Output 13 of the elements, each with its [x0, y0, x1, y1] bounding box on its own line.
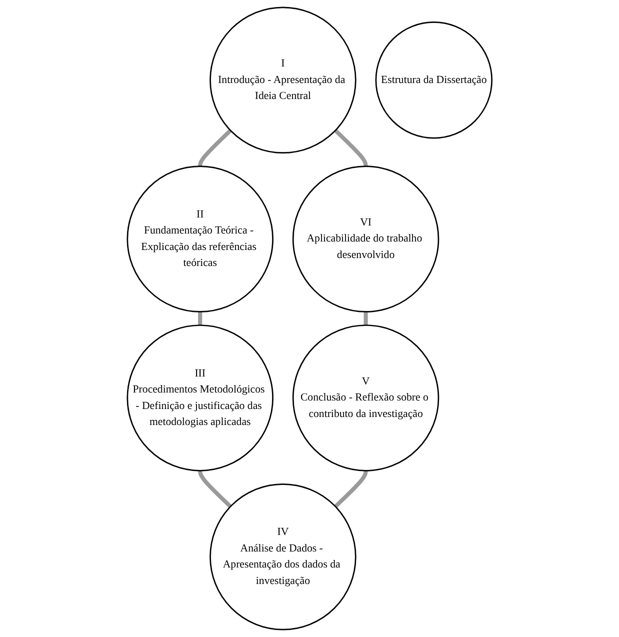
connector [198, 470, 232, 508]
node-circle: II Fundamentação Teórica - Explicação das referências teóricas [126, 166, 274, 312]
node-circle: VI Aplicabilidade do trabalho desenvolvido [292, 166, 440, 312]
connector [198, 310, 202, 326]
connector [198, 128, 232, 168]
connector [334, 128, 368, 168]
node-circle: I Introdução - Apresentação da Ideia Central [209, 6, 356, 154]
node-circle: III Procedimentos Metodológicos - Definição e justificação das metodologias aplicadas [126, 324, 274, 472]
node-circle: V Conclusão - Reflexão sobre o contributo da investigação [292, 324, 440, 472]
node-circle: IV Análise de Dados - Apresentação dos dados da investigação [209, 484, 356, 630]
node-circle: Estrutura da Dissertação [375, 22, 492, 139]
connector [334, 470, 368, 508]
connector [364, 310, 368, 326]
